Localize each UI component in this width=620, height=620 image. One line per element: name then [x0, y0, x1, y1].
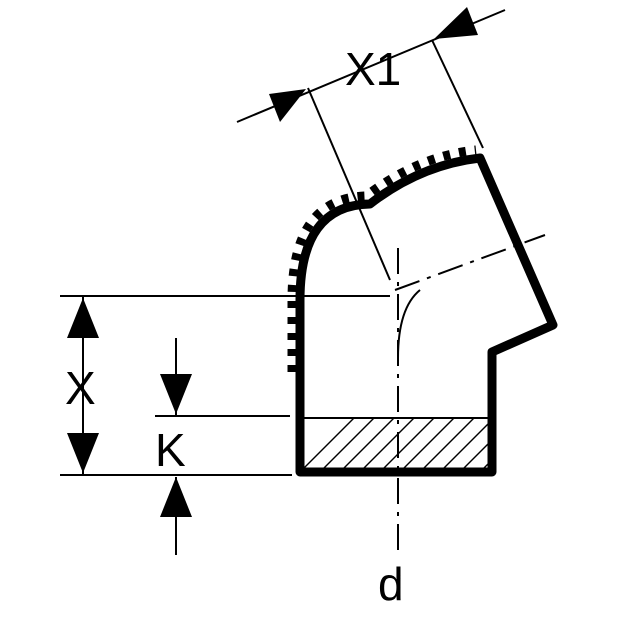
x-label: X	[65, 362, 96, 414]
socket-hatch	[302, 418, 492, 472]
k-arrow-down	[160, 374, 192, 414]
x1-extension-right	[431, 39, 484, 149]
k-label: K	[155, 424, 186, 476]
x1-arrow-left	[269, 89, 306, 122]
x1-label: X1	[345, 43, 401, 95]
x1-extension-left	[307, 87, 391, 281]
x-arrow-down	[67, 433, 99, 473]
x-arrow-up	[67, 298, 99, 338]
d-label: d	[378, 558, 404, 610]
elbow-ribs	[287, 145, 477, 372]
elbow-outline	[295, 153, 558, 477]
k-arrow-up	[160, 477, 192, 517]
centerline-bend	[397, 289, 421, 359]
x1-arrow-right	[434, 7, 478, 39]
